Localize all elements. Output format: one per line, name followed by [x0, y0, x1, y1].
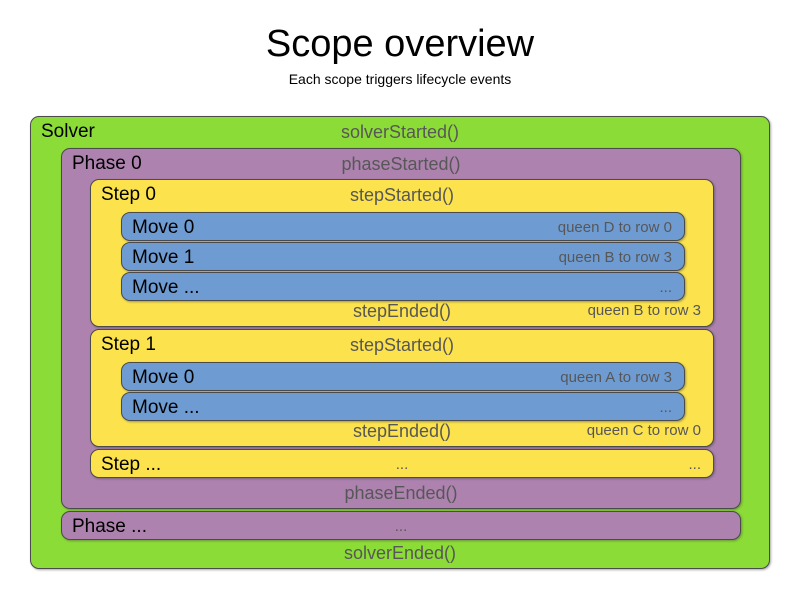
step-1-scope[interactable]: Step 1 stepStarted() Move 0 queen A to r… — [90, 329, 714, 447]
move-name-label: Move ... — [132, 397, 200, 418]
move-row[interactable]: Move ... ... — [121, 272, 685, 301]
step-0-header: Step 0 stepStarted() — [91, 180, 713, 210]
step-1-ended-event-label: stepEnded() — [352, 421, 452, 441]
move-detail-label: ... — [659, 279, 672, 296]
phase-ended-event-label: phaseEnded() — [344, 483, 458, 503]
step-ellipsis-event-label: ... — [395, 456, 409, 473]
step-0-scope[interactable]: Step 0 stepStarted() Move 0 queen D to r… — [90, 179, 714, 327]
move-name-label: Move 0 — [132, 217, 195, 238]
solver-started-event-label: solverStarted() — [340, 122, 460, 142]
move-row[interactable]: Move 1 queen B to row 3 — [121, 242, 685, 271]
page-subtitle: Each scope triggers lifecycle events — [288, 71, 512, 87]
step-0-ended-event-label: stepEnded() — [352, 301, 452, 321]
step-0-ended-detail-label: queen B to row 3 — [587, 302, 701, 319]
page-title: Scope overview — [265, 23, 535, 65]
step-0-footer: stepEnded() queen B to row 3 — [91, 296, 713, 326]
phase-ellipsis-header: Phase ... ... — [62, 512, 740, 542]
step-ellipsis-scope[interactable]: Step ... ... ... — [90, 449, 714, 478]
step-0-name-label: Step 0 — [101, 184, 156, 205]
step-ellipsis-name-label: Step ... — [101, 454, 162, 475]
phase-ellipsis-name-label: Phase ... — [72, 516, 147, 537]
move-name-label: Move ... — [132, 277, 200, 298]
move-row[interactable]: Move ... ... — [121, 392, 685, 421]
phase-0-footer: phaseEnded() — [62, 478, 740, 508]
move-row[interactable]: Move 0 queen A to row 3 — [121, 362, 685, 391]
step-ellipsis-header: Step ... ... ... — [91, 450, 713, 480]
move-row[interactable]: Move 0 queen D to row 0 — [121, 212, 685, 241]
step-1-started-event-label: stepStarted() — [349, 335, 455, 355]
step-1-footer: stepEnded() queen C to row 0 — [91, 416, 713, 446]
phase-ellipsis-scope[interactable]: Phase ... ... — [61, 511, 741, 540]
move-detail-label: ... — [659, 399, 672, 416]
phase-ellipsis-event-label: ... — [394, 518, 408, 535]
move-detail-label: queen D to row 0 — [557, 219, 672, 236]
solver-header: Solver solverStarted() — [31, 117, 769, 147]
phase-0-header: Phase 0 phaseStarted() — [62, 149, 740, 179]
phase-0-scope[interactable]: Phase 0 phaseStarted() Step 0 stepStarte… — [61, 148, 741, 509]
phase-0-name-label: Phase 0 — [72, 153, 142, 174]
page-heading: Scope overview Each scope triggers lifec… — [0, 22, 800, 88]
move-name-label: Move 0 — [132, 367, 195, 388]
solver-scope[interactable]: Solver solverStarted() Phase 0 phaseStar… — [30, 116, 770, 569]
solver-ended-event-label: solverEnded() — [343, 543, 457, 563]
step-0-started-event-label: stepStarted() — [349, 185, 455, 205]
step-1-ended-detail-label: queen C to row 0 — [586, 422, 701, 439]
phase-started-event-label: phaseStarted() — [341, 154, 461, 174]
step-ellipsis-detail-label: ... — [688, 456, 701, 473]
step-1-name-label: Step 1 — [101, 334, 156, 355]
solver-name-label: Solver — [41, 121, 95, 142]
solver-footer: solverEnded() — [31, 538, 769, 568]
move-detail-label: queen A to row 3 — [560, 369, 672, 386]
move-detail-label: queen B to row 3 — [558, 249, 672, 266]
step-1-header: Step 1 stepStarted() — [91, 330, 713, 360]
move-name-label: Move 1 — [132, 247, 195, 268]
